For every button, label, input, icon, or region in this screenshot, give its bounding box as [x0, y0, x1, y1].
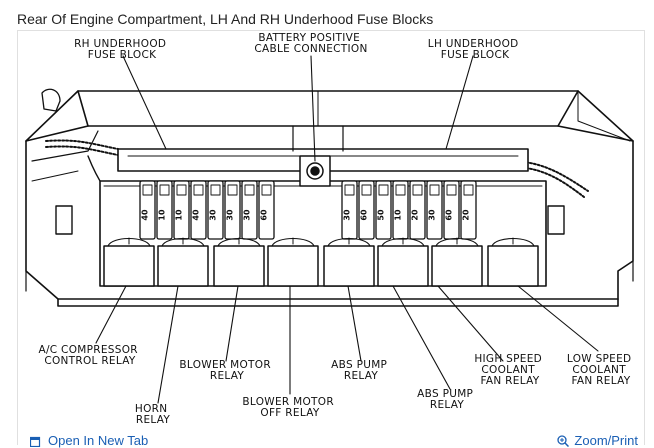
fuse: 60: [443, 180, 460, 240]
zoom-icon: [557, 434, 570, 447]
fuse-rating: 30: [343, 209, 352, 221]
label-blower-motor-off-relay: BLOWER MOTOR OFF RELAY: [242, 396, 337, 419]
fuse-rating: 20: [411, 209, 420, 221]
open-new-tab-icon: [30, 436, 41, 447]
label-abs-pump-relay-1: ABS PUMP RELAY: [331, 359, 391, 382]
fuse: 60: [258, 180, 275, 240]
page-title: Rear Of Engine Compartment, LH And RH Un…: [17, 11, 434, 27]
diagram-frame: 40 10 10 40 30 30 30 60 30 60 50 10 20 30 60 20 RH UND…: [17, 30, 645, 445]
label-abs-pump-relay-2: ABS PUMP RELAY: [417, 388, 477, 411]
fuse: 50: [375, 180, 392, 240]
fuse: 60: [358, 180, 375, 240]
diagram-labels: RH UNDERHOOD FUSE BLOCK BATTERY POSITIVE…: [38, 32, 635, 426]
label-high-speed-fan-relay: HIGH SPEED COOLANT FAN RELAY: [474, 353, 545, 387]
fuse: 40: [139, 180, 156, 240]
label-low-speed-fan-relay: LOW SPEED COOLANT FAN RELAY: [567, 353, 635, 387]
fuse-rating: 60: [445, 209, 454, 221]
fuse-row-left: 40 10 10 40 30 30 30 60: [139, 180, 275, 240]
open-new-tab-label: Open In New Tab: [48, 433, 149, 448]
relay: [431, 237, 483, 287]
open-new-tab-link[interactable]: Open In New Tab: [30, 433, 148, 448]
fuse-rating: 30: [428, 209, 437, 221]
fuse-rating: 10: [158, 209, 167, 221]
leader-lines: [95, 55, 599, 404]
fuse: 10: [156, 180, 173, 240]
fuse-row-right: 30 60 50 10 20 30 60 20: [341, 180, 477, 240]
fuse: 10: [392, 180, 409, 240]
fuse-rating: 60: [260, 209, 269, 221]
fuse-rating: 30: [226, 209, 235, 221]
fuse-rating: 10: [394, 209, 403, 221]
fuse-rating: 30: [243, 209, 252, 221]
fuse-rating: 40: [192, 209, 201, 221]
label-rh-fuse-block: RH UNDERHOOD FUSE BLOCK: [74, 38, 170, 61]
fuse: 30: [341, 180, 358, 240]
zoom-print-label: Zoom/Print: [574, 433, 638, 448]
fuse-rating: 40: [141, 209, 150, 221]
compartment-outline: [25, 88, 634, 307]
fuse-rating: 20: [462, 209, 471, 221]
label-lh-fuse-block: LH UNDERHOOD FUSE BLOCK: [428, 38, 522, 61]
relay-row: [103, 237, 539, 287]
label-blower-motor-relay: BLOWER MOTOR RELAY: [179, 359, 274, 382]
fuse-block-diagram: 40 10 10 40 30 30 30 60 30 60 50 10 20 30 60 20 RH UND…: [25, 32, 635, 426]
fuse: 20: [460, 180, 477, 240]
relay: [267, 237, 319, 287]
fuse-rating: 50: [377, 209, 386, 221]
relay: [377, 237, 429, 287]
relay: [487, 237, 539, 287]
relay: [213, 237, 265, 287]
fuse-rating: 60: [360, 209, 369, 221]
fuse-rating: 30: [209, 209, 218, 221]
relay: [103, 237, 155, 287]
relay: [323, 237, 375, 287]
label-horn-relay: HORN RELAY: [135, 403, 171, 426]
relay: [157, 237, 209, 287]
fuse: 10: [173, 180, 190, 240]
fuse: 40: [190, 180, 207, 240]
zoom-print-link[interactable]: Zoom/Print: [557, 433, 638, 448]
label-battery-positive: BATTERY POSITIVE CABLE CONNECTION: [254, 32, 367, 55]
fuse: 30: [207, 180, 224, 240]
fuse: 30: [224, 180, 241, 240]
fuse-rating: 10: [175, 209, 184, 221]
fuse: 30: [426, 180, 443, 240]
fuse: 20: [409, 180, 426, 240]
label-ac-compressor-relay: A/C COMPRESSOR CONTROL RELAY: [38, 344, 141, 367]
fuse: 30: [241, 180, 258, 240]
